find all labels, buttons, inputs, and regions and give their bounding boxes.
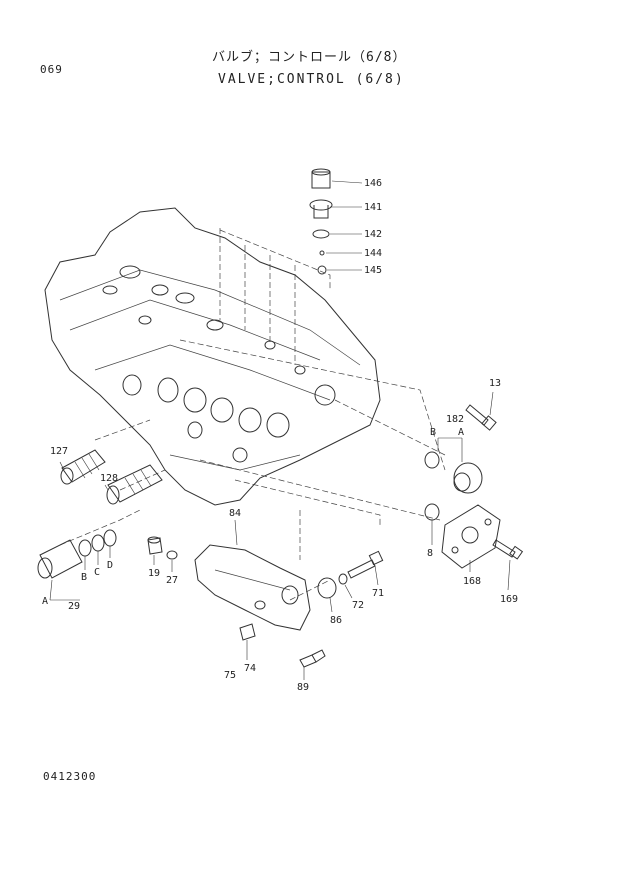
bolt-71 (347, 550, 384, 579)
callout-128: 128 (100, 473, 118, 484)
ring-c (91, 534, 105, 552)
callout-c: C (94, 567, 100, 578)
o-ring-8 (424, 503, 440, 521)
callout-169: 169 (500, 594, 518, 605)
washer-145 (317, 265, 327, 275)
valve-127 (60, 449, 106, 485)
callout-71: 71 (372, 588, 384, 599)
plug-29 (37, 539, 83, 579)
bolt-13 (465, 404, 497, 431)
callout-29: 29 (68, 601, 80, 612)
callout-d: D (107, 560, 113, 571)
page-title: VALVE;CONTROL (6/8) (218, 72, 405, 87)
callout-13: 13 (489, 378, 501, 389)
bolt-89 (299, 649, 326, 668)
callout-86: 86 (330, 615, 342, 626)
assembly-lines (59, 228, 446, 601)
fitting-74 (239, 623, 256, 641)
callout-182: 182 (446, 414, 464, 425)
fitting-141 (309, 199, 333, 219)
plug-146 (311, 168, 331, 189)
o-ring-72 (338, 573, 348, 585)
callout-84: 84 (229, 508, 241, 519)
callout-168: 168 (463, 576, 481, 587)
callout-19: 19 (148, 568, 160, 579)
plug-182 (453, 462, 483, 494)
ring-d (103, 529, 117, 547)
callout-141: 141 (364, 202, 382, 213)
drawing-code: 0412300 (43, 770, 97, 783)
callout-142: 142 (364, 229, 382, 240)
callout-a-lower: A (42, 596, 48, 607)
callout-144: 144 (364, 248, 382, 259)
callout-27: 27 (166, 575, 178, 586)
page-code: 069 (40, 63, 63, 76)
o-ring-27 (166, 550, 178, 560)
valve-128 (106, 464, 163, 505)
callout-146: 146 (364, 178, 382, 189)
callout-b-upper: B (430, 427, 436, 438)
page-title-japanese: バルブ；コントロール（6/8） (212, 50, 407, 65)
leader-lines (49, 180, 511, 680)
bolt-169 (492, 539, 524, 560)
ring-b (78, 539, 92, 557)
callout-145: 145 (364, 265, 382, 276)
valve-body (44, 207, 381, 506)
callout-89: 89 (297, 682, 309, 693)
callout-127: 127 (50, 446, 68, 457)
callout-a-upper: A (458, 427, 464, 438)
callout-74: 74 (244, 663, 256, 674)
callout-b-lower: B (81, 572, 87, 583)
o-ring-86 (317, 577, 337, 599)
ball-144 (319, 250, 325, 256)
flange-168 (441, 504, 501, 569)
plug-19 (147, 536, 163, 555)
callout-8: 8 (427, 548, 433, 559)
o-ring-142 (312, 229, 330, 239)
callout-75: 75 (224, 670, 236, 681)
valve-block-84 (194, 544, 311, 631)
o-ring-b-upper (424, 451, 440, 469)
callout-72: 72 (352, 600, 364, 611)
